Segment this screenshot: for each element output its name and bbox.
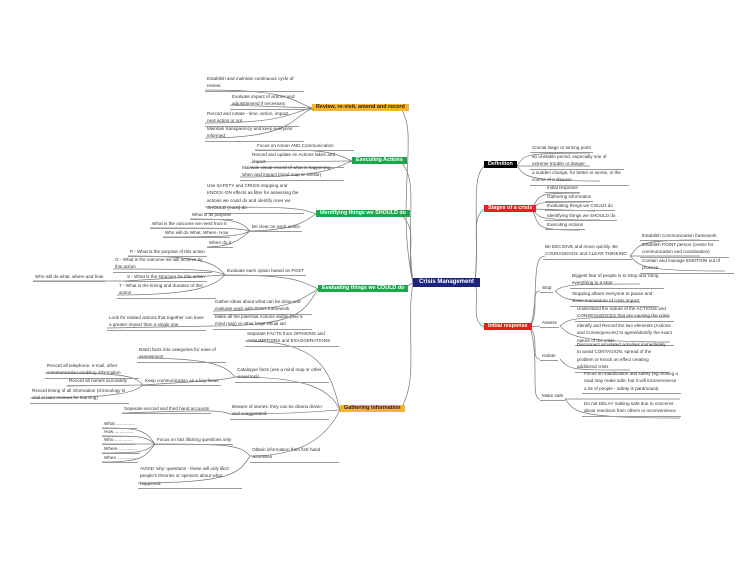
node-definition[interactable]: Definition xyxy=(484,161,517,168)
identifying-safety[interactable]: Use SAFETY and CRISIS stopping and KNOCK… xyxy=(205,182,304,214)
review-item[interactable]: Establish and maintain continuous cycle … xyxy=(205,75,304,92)
beware-child[interactable]: Separate second and third hand accounts xyxy=(122,405,212,415)
question-item[interactable]: How ............... xyxy=(102,428,136,438)
review-item[interactable]: Record and notate - time, action, impact… xyxy=(205,110,299,127)
initial-assess[interactable]: Assess xyxy=(540,319,559,329)
clear-item[interactable]: What is its purpose xyxy=(190,211,234,221)
isolate-item[interactable]: Disconnect all related activities immedi… xyxy=(575,341,669,373)
definition-item[interactable]: a sudden change, for better or worse, in… xyxy=(530,169,629,186)
initial-decisive[interactable]: Be DECISIVE and move quickly. Be COURAGE… xyxy=(543,243,632,260)
clear-item[interactable]: What is the outcome we need from it xyxy=(150,220,229,230)
gathering-obtain[interactable]: Obtain information from first hand witne… xyxy=(250,446,339,463)
definition-item[interactable]: an unstable period, especially one of ex… xyxy=(530,153,624,170)
stop-item[interactable]: Stopping allows everyone to pause and sl… xyxy=(570,290,659,307)
clear-item[interactable]: Who will do What, Where, How xyxy=(163,229,231,239)
stage-item[interactable]: Executing Actions xyxy=(545,221,586,231)
decisive-item[interactable]: Contain and manage EMOTION out of proces… xyxy=(640,257,734,274)
question-item[interactable]: Who............... xyxy=(102,436,135,446)
assess-item[interactable]: Understand the nature of the ACTIONS and… xyxy=(575,305,674,322)
question-item[interactable]: When ............... xyxy=(102,454,139,464)
executing-item[interactable]: Maintain visual record of what is happen… xyxy=(240,164,344,181)
stage-item[interactable]: Gathering information xyxy=(545,193,594,203)
keep-item[interactable]: Record timing of all information (chrono… xyxy=(30,387,129,404)
definition-item[interactable]: Crucial stage or turning point xyxy=(530,144,593,154)
gathering-beware[interactable]: Beware of stories: they can be drama dri… xyxy=(230,403,329,420)
node-evaluating[interactable]: Evaluating things we COULD do xyxy=(318,285,409,292)
initial-stop[interactable]: Stop xyxy=(540,284,554,294)
evaluating-gather[interactable]: Gather ideas about what can be done and … xyxy=(213,298,312,315)
node-identifying[interactable]: Identifying things we SHOULD do xyxy=(316,210,410,217)
node-initial-response[interactable]: Initial response xyxy=(484,323,532,330)
decisive-item[interactable]: Establish Communication framework xyxy=(640,232,719,242)
post-s[interactable]: S - What is the structure for this actio… xyxy=(125,273,207,283)
obtain-avoid[interactable]: AVOID 'why' questions - these will only … xyxy=(138,465,242,490)
review-item[interactable]: Maintain transparency and keep everyone … xyxy=(205,125,304,142)
clear-item[interactable]: When do it xyxy=(207,239,233,249)
makesafe-item[interactable]: Do not DELAY making safe due to concerns… xyxy=(582,400,681,417)
node-stages[interactable]: Stages of a crisis xyxy=(484,205,537,212)
initial-isolate[interactable]: Isolate xyxy=(540,352,558,362)
gathering-catalogue[interactable]: Catalogue facts (use a mind map or other… xyxy=(235,366,329,383)
evaluating-visible[interactable]: Make all the potential Actions visible (… xyxy=(213,313,312,330)
stage-item[interactable]: Identifying things we SHOULD do xyxy=(545,212,618,222)
review-item[interactable]: Evaluate impact of actions and adjust/am… xyxy=(230,93,314,110)
keep-item[interactable]: Record all telephone, e-mail, other comm… xyxy=(45,362,139,379)
post-t[interactable]: T - What is the timing and duration of t… xyxy=(117,282,216,299)
keep-item[interactable]: Record all names accurately xyxy=(67,377,129,387)
assess-item[interactable]: Identify and Record the two elements (Ac… xyxy=(575,322,674,347)
post-o[interactable]: O - What is the outcome we will achieve … xyxy=(113,256,212,273)
catalogue-batch[interactable]: Batch facts into categories for ease of … xyxy=(137,346,226,363)
catalogue-keep[interactable]: Keep communication as a key focus xyxy=(143,377,221,387)
node-executing[interactable]: Executing Actions xyxy=(352,157,407,164)
identifying-clear[interactable]: Be clear on each action xyxy=(250,223,303,233)
stop-item[interactable]: Biggest fear of people is to Stop and 'b… xyxy=(570,272,664,289)
stage-item[interactable]: Initial response xyxy=(545,184,580,194)
executing-item[interactable]: Focus on Action AND Communication xyxy=(255,142,354,152)
initial-make-safe[interactable]: Make safe xyxy=(540,392,566,402)
question-item[interactable]: What ............... xyxy=(102,420,138,430)
node-gathering[interactable]: Gathering information xyxy=(340,405,405,412)
question-item[interactable]: Where ............... xyxy=(102,445,140,455)
gathering-separate-facts[interactable]: Separate FACTS from OPINIONS and ASSUMPT… xyxy=(245,330,339,347)
makesafe-item[interactable]: Focus on stabilization and safety (eg cl… xyxy=(582,370,681,395)
executing-item[interactable]: Record and update on Actions taken and i… xyxy=(250,151,344,168)
obtain-focus[interactable]: Focus on fact illiciting questions only xyxy=(155,436,234,446)
stage-item[interactable]: Evaluating things we COULD do xyxy=(545,202,615,212)
post-s-child[interactable]: Who will do what, where and how xyxy=(33,273,106,283)
evaluating-related[interactable]: Look for related actions that together c… xyxy=(107,314,206,331)
node-review[interactable]: Review, re-visit, amend and record xyxy=(312,104,409,111)
central-topic[interactable]: Crisis Management xyxy=(413,278,481,287)
post-p[interactable]: P - What is the purpose of this action xyxy=(128,248,207,258)
decisive-item[interactable]: Establish POINT person (centre for commu… xyxy=(640,241,729,258)
evaluating-post[interactable]: Evaluate each option based on POST xyxy=(225,267,306,277)
